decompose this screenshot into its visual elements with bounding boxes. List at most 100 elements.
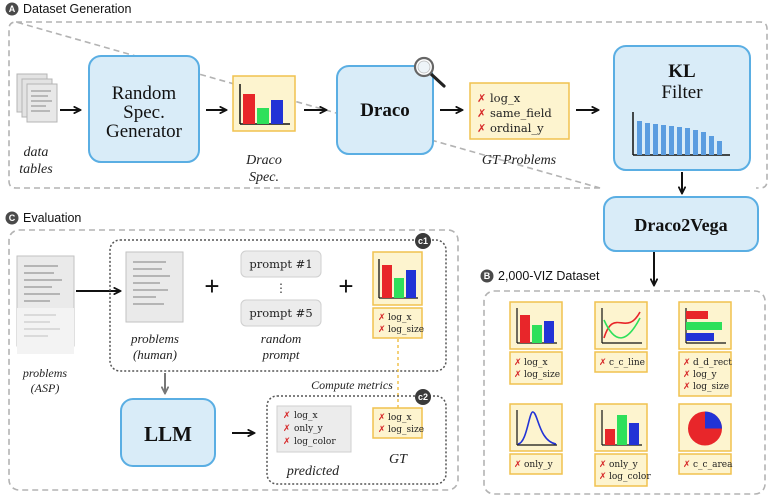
dataset-tag: only_y bbox=[524, 460, 554, 470]
section-a-frame bbox=[8, 21, 768, 189]
kl-filter-label-line2: Filter bbox=[661, 82, 703, 103]
kl-distribution-icon bbox=[632, 112, 730, 156]
dataset-item: ✗only_y✗log_color bbox=[594, 403, 651, 487]
dataset-tag-mark: ✗ bbox=[599, 459, 607, 469]
gt-tag-2: log_size bbox=[388, 425, 424, 435]
dataset-tags-box bbox=[678, 453, 732, 475]
dataset-item: ✗d_d_rect✗log_y✗log_size bbox=[678, 301, 732, 397]
gt-tag-1: log_x bbox=[388, 413, 412, 423]
gt-problems-box bbox=[469, 82, 570, 140]
section-a-badge bbox=[5, 2, 19, 16]
gt-tag-1-mark: ✗ bbox=[378, 412, 386, 422]
thumbnail-pie-slice bbox=[705, 411, 722, 429]
dataset-tag: log_x bbox=[524, 358, 548, 368]
prompt-ellipsis: ⋮ bbox=[275, 281, 287, 295]
gt-problem-2: same_field bbox=[490, 106, 552, 120]
section-c-title: Evaluation bbox=[23, 211, 81, 225]
dataset-grid: ✗log_x✗log_size✗c_c_line✗d_d_rect✗log_y✗… bbox=[509, 301, 733, 487]
c1-tag-1: log_x bbox=[388, 313, 412, 323]
section-a-title: Dataset Generation bbox=[23, 2, 131, 16]
c1-tag-1-mark: ✗ bbox=[378, 312, 386, 322]
dataset-tags-box bbox=[509, 453, 563, 475]
dataset-thumbnail bbox=[594, 301, 648, 350]
section-b-frame bbox=[483, 290, 766, 495]
dataset-tags-box bbox=[678, 351, 732, 397]
dataset-tag: c_c_line bbox=[609, 358, 645, 368]
c1-chart-icon bbox=[372, 251, 423, 306]
predicted-tag-2: only_y bbox=[294, 424, 324, 434]
gt-problem-2-mark: ✗ bbox=[477, 108, 486, 120]
predicted-tag-1-mark: ✗ bbox=[283, 410, 291, 420]
c1-tags-box bbox=[372, 307, 423, 339]
draco-spec-chart-icon bbox=[232, 75, 296, 132]
c1-frame bbox=[109, 239, 447, 372]
thumbnail-bar bbox=[544, 321, 554, 343]
c2-frame bbox=[266, 395, 447, 485]
dataset-tag: log_size bbox=[524, 370, 560, 380]
thumbnail-bar bbox=[617, 415, 627, 445]
dataset-tag: c_c_area bbox=[693, 460, 733, 470]
thumbnail-bar bbox=[686, 333, 714, 341]
dataset-tag-mark: ✗ bbox=[514, 357, 522, 367]
dataset-item: ✗log_x✗log_size bbox=[509, 301, 563, 385]
gt-problem-1: log_x bbox=[490, 91, 521, 105]
c1-badge-text: c1 bbox=[418, 236, 428, 246]
thumbnail-bar bbox=[686, 311, 708, 319]
predicted-tag-2-mark: ✗ bbox=[283, 423, 291, 433]
prompt-5-chip bbox=[240, 299, 322, 327]
section-b-header: B 2,000-VIZ Dataset bbox=[480, 269, 600, 283]
section-c-frame bbox=[8, 229, 459, 491]
thumbnail-bar bbox=[686, 322, 722, 330]
dataset-tag-mark: ✗ bbox=[599, 471, 607, 481]
dataset-tags-box bbox=[594, 453, 648, 487]
dataset-tag-mark: ✗ bbox=[683, 381, 691, 391]
dataset-tags-box bbox=[509, 351, 563, 385]
c1-tag-2: log_size bbox=[388, 325, 424, 335]
section-a-badge-text: A bbox=[9, 4, 16, 14]
thumbnail-bar bbox=[629, 423, 639, 445]
dataset-tags-box bbox=[594, 351, 648, 373]
problems-human-label-line1: problems bbox=[130, 331, 179, 346]
section-a-header: A Dataset Generation bbox=[5, 2, 131, 16]
gt-problem-1-mark: ✗ bbox=[477, 93, 486, 105]
section-c-header: C Evaluation bbox=[5, 211, 81, 225]
section-b-title: 2,000-VIZ Dataset bbox=[498, 269, 600, 283]
gt-problems-label: GT Problems bbox=[482, 153, 557, 168]
draco-label: Draco bbox=[360, 100, 410, 121]
plus-sign-1: + bbox=[204, 271, 219, 301]
problems-asp-label-line2: (ASP) bbox=[31, 381, 60, 395]
dataset-tag: log_size bbox=[693, 382, 729, 392]
data-tables-label-line1: data bbox=[24, 145, 49, 160]
c2-badge-text: c2 bbox=[418, 392, 428, 402]
dataset-tag-mark: ✗ bbox=[514, 459, 522, 469]
section-b-badge bbox=[480, 269, 494, 283]
predicted-tag-3: log_color bbox=[294, 437, 336, 447]
generator-box bbox=[88, 55, 200, 163]
random-prompt-label-line2: prompt bbox=[261, 347, 299, 362]
dataset-item: ✗only_y bbox=[509, 403, 563, 475]
dataset-tag: log_color bbox=[609, 472, 651, 482]
draco-spec-label-line1: Draco bbox=[245, 153, 282, 168]
generator-label-line1: Random bbox=[112, 83, 177, 104]
section-b-badge-text: B bbox=[484, 271, 491, 281]
section-c-badge bbox=[5, 211, 19, 225]
draco2vega-box bbox=[603, 196, 759, 252]
dataset-tag-mark: ✗ bbox=[683, 459, 691, 469]
dataset-item: ✗c_c_area bbox=[678, 403, 733, 475]
gt-problem-3: ordinal_y bbox=[490, 121, 544, 135]
problems-asp-document-icon bbox=[16, 255, 75, 354]
generator-label-line3: Generator bbox=[106, 121, 183, 142]
compute-metrics-label: Compute metrics bbox=[311, 378, 393, 392]
prompt-1-chip bbox=[240, 250, 322, 278]
dataset-tag: d_d_rect bbox=[693, 358, 732, 368]
c1-tag-2-mark: ✗ bbox=[378, 324, 386, 334]
dataset-tag-mark: ✗ bbox=[683, 357, 691, 367]
dataset-tag-mark: ✗ bbox=[683, 369, 691, 379]
c2-badge bbox=[415, 389, 431, 405]
thumbnail-line-series bbox=[603, 317, 641, 339]
gt-problem-3-mark: ✗ bbox=[477, 123, 486, 135]
random-prompt-label-line1: random bbox=[261, 331, 301, 346]
thumbnail-bar bbox=[532, 325, 542, 343]
prompt-1-label: prompt #1 bbox=[249, 257, 312, 271]
draco-box bbox=[336, 65, 434, 155]
